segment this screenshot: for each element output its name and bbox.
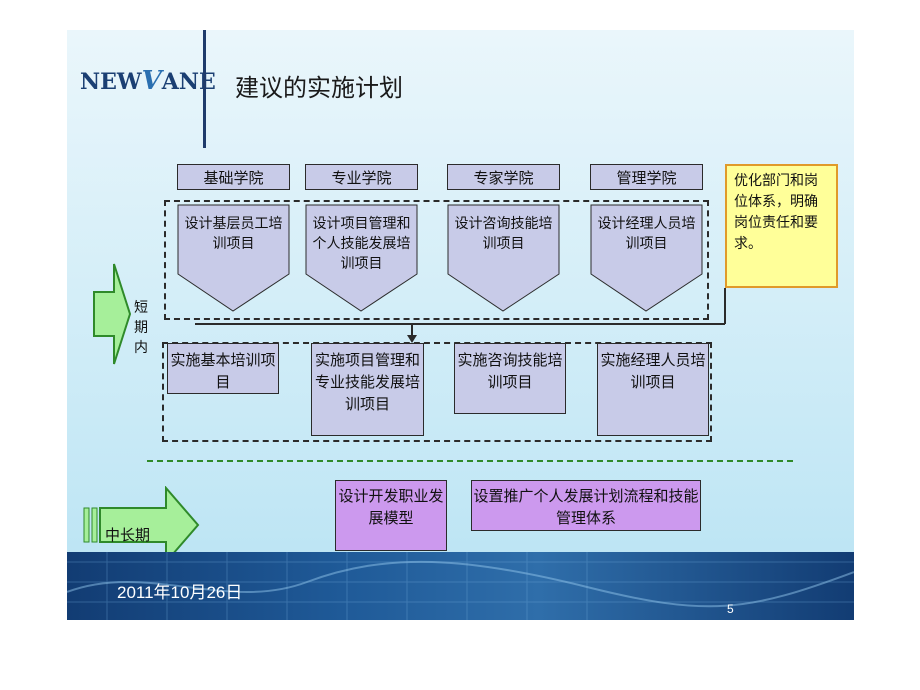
college-header-basic: 基础学院: [177, 164, 290, 190]
page-number: 5: [727, 602, 734, 616]
design-item-professional: 设计项目管理和个人技能发展培训项目: [305, 204, 418, 312]
long-term-label: 中长期: [105, 526, 151, 544]
flow-connector: [195, 288, 726, 343]
college-header-management: 管理学院: [590, 164, 703, 190]
title-divider: [203, 30, 206, 148]
long-term-item-development-plan: 设置推广个人发展计划流程和技能管理体系: [471, 480, 701, 531]
design-item-basic: 设计基层员工培训项目: [177, 204, 290, 312]
phase-separator: [147, 460, 793, 462]
footer-date: 2011年10月26日: [117, 583, 243, 602]
design-item-management: 设计经理人员培训项目: [590, 204, 703, 312]
page-title: 建议的实施计划: [235, 74, 403, 102]
slide: NEWVANE 建议的实施计划 基础学院 专业学院 专家学院 管理学院 优化部门…: [67, 30, 854, 620]
implementation-phase-region: [162, 342, 712, 442]
implement-item-expert: 实施咨询技能培训项目: [454, 343, 566, 414]
college-header-expert: 专家学院: [447, 164, 560, 190]
implement-item-management: 实施经理人员培训项目: [597, 343, 709, 436]
design-item-expert: 设计咨询技能培训项目: [447, 204, 560, 312]
short-term-label: 短期内: [134, 300, 148, 356]
brand-logo: NEWVANE: [80, 66, 216, 96]
short-term-arrow: [93, 263, 132, 365]
note-box: 优化部门和岗位体系，明确岗位责任和要求。: [725, 164, 838, 288]
implement-item-basic: 实施基本培训项目: [167, 343, 279, 394]
design-phase-region: [164, 200, 709, 320]
implement-item-professional: 实施项目管理和专业技能发展培训项目: [311, 343, 424, 436]
footer-banner: [67, 552, 854, 620]
long-term-item-career-model: 设计开发职业发展模型: [335, 480, 447, 551]
long-term-arrow: [83, 486, 200, 564]
college-header-professional: 专业学院: [305, 164, 418, 190]
